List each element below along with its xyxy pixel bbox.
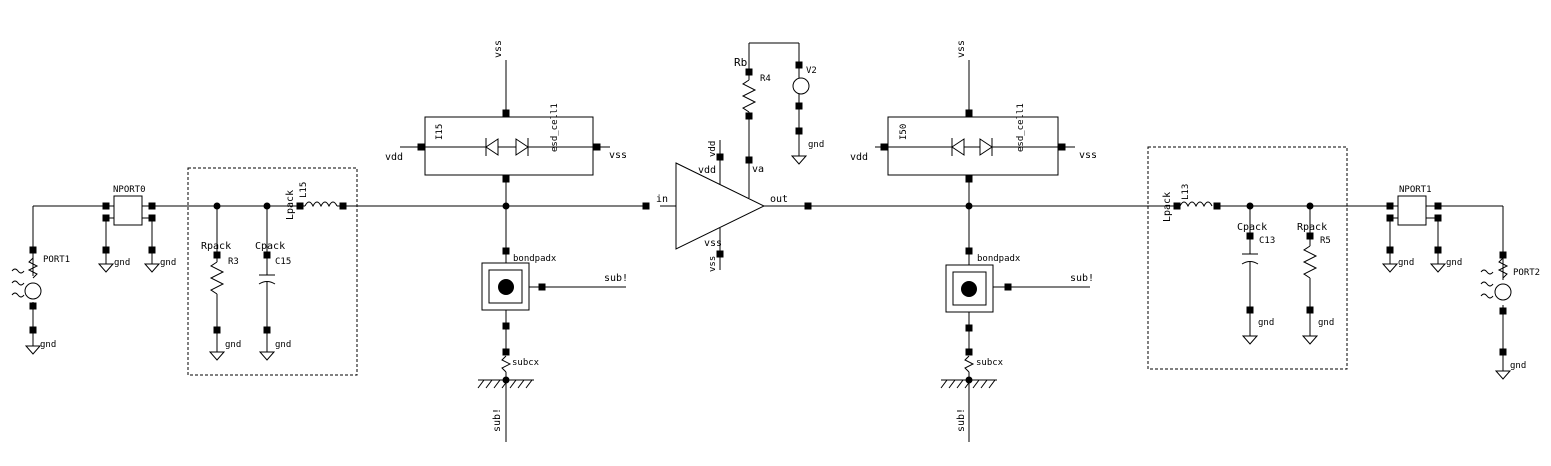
subcx-left-label: subcx xyxy=(512,358,540,368)
cpack-left-label: Cpack xyxy=(255,241,285,252)
gnd-label: gnd xyxy=(1446,258,1462,268)
vss-left-label: vss xyxy=(609,150,627,161)
r4-label: R4 xyxy=(760,74,771,84)
c13-label: C13 xyxy=(1259,236,1275,246)
gnd-label: gnd xyxy=(1318,318,1334,328)
gnd-label: gnd xyxy=(1258,318,1274,328)
esd-right-cell-label: esd_cell1 xyxy=(1016,103,1026,152)
cpack-right-label: Cpack xyxy=(1237,222,1267,233)
r5-label: R5 xyxy=(1320,236,1331,246)
esd-left-inst-label: I15 xyxy=(435,124,445,140)
esd-left-cell-label: esd_cell1 xyxy=(550,103,560,152)
c15-label: C15 xyxy=(275,257,291,267)
vss-top-left-label: vss xyxy=(493,40,504,58)
gnd-label: gnd xyxy=(1398,258,1414,268)
sub-bottom-left-label: sub! xyxy=(492,408,503,432)
amp-vss-label: vss xyxy=(704,238,722,249)
vdd-right-label: vdd xyxy=(850,152,868,163)
sub-left-label: sub! xyxy=(604,273,628,284)
port2-label: PORT2 xyxy=(1513,268,1540,278)
rpack-left-label: Rpack xyxy=(201,241,231,252)
lpack-left-label: Lpack xyxy=(285,190,296,220)
gnd-label: gnd xyxy=(1510,361,1526,371)
gnd-label: gnd xyxy=(225,340,241,350)
vss-right-label: vss xyxy=(1079,150,1097,161)
gnd-label: gnd xyxy=(160,258,176,268)
vss-top-right-label: vss xyxy=(956,40,967,58)
v2-label: V2 xyxy=(806,66,817,76)
va-label: va xyxy=(752,164,764,175)
gnd-label: gnd xyxy=(275,340,291,350)
subcx-right-label: subcx xyxy=(976,358,1004,368)
sub-right-label: sub! xyxy=(1070,273,1094,284)
port1-label: PORT1 xyxy=(43,255,70,265)
gnd-label: gnd xyxy=(114,258,130,268)
l13-label: L13 xyxy=(1181,184,1191,200)
in-label: in xyxy=(656,194,668,205)
amp-vss-pin-label: vss xyxy=(708,256,718,272)
lpack-right-label: Lpack xyxy=(1162,192,1173,222)
gnd-label: gnd xyxy=(808,140,824,150)
r3-label: R3 xyxy=(228,257,239,267)
rb-label: Rb xyxy=(734,56,747,69)
nport0-label: NPORT0 xyxy=(113,185,146,195)
nport1-label: NPORT1 xyxy=(1399,185,1432,195)
l15-label: L15 xyxy=(299,182,309,198)
bondpad-left-label: bondpadx xyxy=(513,254,557,264)
esd-right-inst-label: I50 xyxy=(899,124,909,140)
gnd-label: gnd xyxy=(40,340,56,350)
amp-vdd-pin-label: vdd xyxy=(708,141,718,157)
vdd-left-label: vdd xyxy=(385,152,403,163)
out-label: out xyxy=(770,194,788,205)
rpack-right-label: Rpack xyxy=(1297,222,1327,233)
sub-bottom-right-label: sub! xyxy=(956,408,967,432)
amp-vdd-label: vdd xyxy=(698,165,716,176)
bondpad-right-label: bondpadx xyxy=(977,254,1021,264)
